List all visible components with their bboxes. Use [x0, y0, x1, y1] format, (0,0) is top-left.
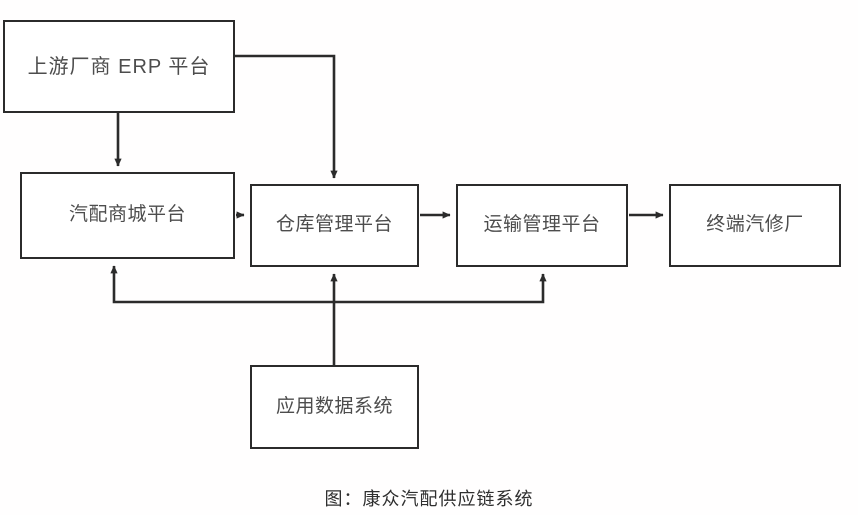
- edge-erp-to-warehouse: [235, 54, 338, 179]
- node-label-transport-management-platform: 运输管理平台: [483, 214, 601, 236]
- node-auto-parts-mall-platform[interactable]: 汽配商城平台: [20, 172, 235, 259]
- node-label-application-data-system: 应用数据系统: [275, 395, 393, 417]
- node-label-warehouse-management-platform: 仓库管理平台: [275, 214, 393, 236]
- node-terminal-repair-shop[interactable]: 终端汽修厂: [669, 184, 841, 267]
- node-transport-management-platform[interactable]: 运输管理平台: [456, 184, 628, 267]
- node-label-upstream-erp-platform: 上游厂商 ERP 平台: [27, 55, 211, 78]
- figure-caption: 图：康众汽配供应链系统: [324, 489, 534, 510]
- node-label-auto-parts-mall-platform: 汽配商城平台: [68, 204, 186, 226]
- node-application-data-system[interactable]: 应用数据系统: [250, 365, 419, 449]
- node-label-terminal-repair-shop: 终端汽修厂: [706, 214, 804, 236]
- edge-appdata-to-mall: [110, 265, 334, 304]
- node-warehouse-management-platform[interactable]: 仓库管理平台: [250, 184, 419, 267]
- node-upstream-erp-platform[interactable]: 上游厂商 ERP 平台: [3, 20, 235, 113]
- edge-appdata-to-transport: [334, 273, 547, 304]
